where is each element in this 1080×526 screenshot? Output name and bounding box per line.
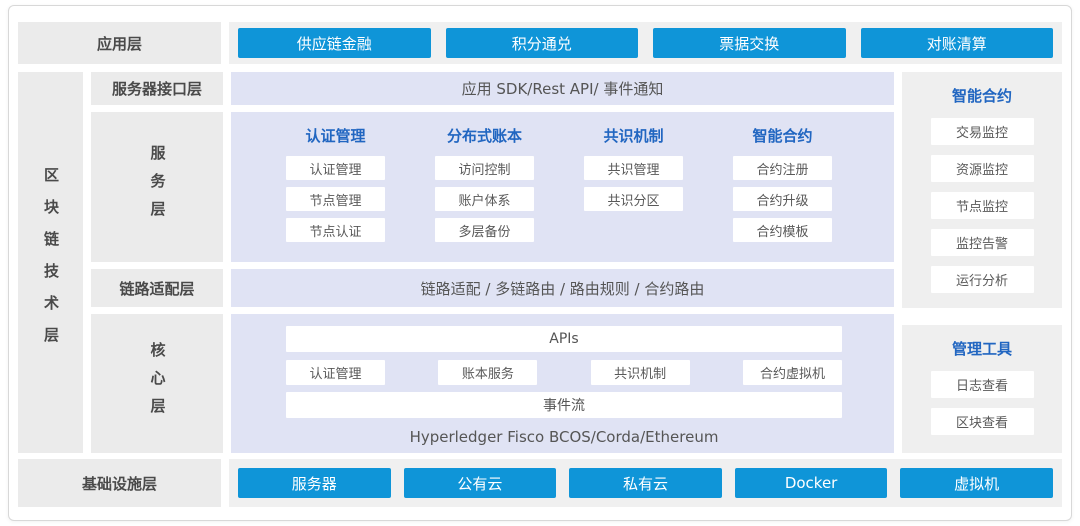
app-button-supply-chain-finance[interactable]: 供应链金融 (238, 28, 431, 58)
service-item: 认证管理 (286, 156, 385, 180)
panel-item-transaction-monitor: 交易监控 (930, 118, 1034, 145)
core-layer-block: APIs 认证管理 账本服务 共识机制 合约虚拟机 事件流 Hyperledge… (231, 314, 894, 453)
smart-contract-panel: 智能合约 交易监控 资源监控 节点监控 监控告警 运行分析 (902, 72, 1062, 308)
right-panels-column: 智能合约 交易监控 资源监控 节点监控 监控告警 运行分析 管理工具 日志查看 … (902, 72, 1062, 453)
application-buttons-strip: 供应链金融 积分通兑 票据交换 对账清算 (229, 22, 1062, 64)
smart-contract-panel-header: 智能合约 (951, 87, 1012, 105)
core-layer-label-text: 核心层 (148, 341, 167, 426)
panel-item-log-view: 日志查看 (930, 371, 1034, 398)
infra-button-docker[interactable]: Docker (734, 468, 888, 498)
panel-item-resource-monitor: 资源监控 (930, 155, 1034, 182)
service-layer-block: 认证管理 认证管理 节点管理 节点认证 分布式账本 访问控制 账户体系 多层备份… (231, 112, 894, 262)
service-item: 节点认证 (286, 218, 385, 242)
core-modules-row: 认证管理 账本服务 共识机制 合约虚拟机 (286, 360, 842, 385)
interface-layer-label: 服务器接口层 (91, 72, 223, 105)
core-module-contract-vm: 合约虚拟机 (742, 360, 842, 385)
apis-bar: APIs (286, 326, 842, 352)
service-layer-label: 服务层 (91, 112, 223, 262)
event-stream-bar: 事件流 (286, 392, 842, 418)
adapter-layer-bar: 链路适配 / 多链路由 / 路由规则 / 合约路由 (231, 269, 894, 307)
service-item: 访问控制 (435, 156, 534, 180)
interface-layer-bar: 应用 SDK/Rest API/ 事件通知 (231, 72, 894, 105)
core-layer-label: 核心层 (91, 314, 223, 453)
service-item: 合约模板 (733, 218, 832, 242)
service-item: 共识分区 (584, 187, 683, 211)
panel-item-monitor-alert: 监控告警 (930, 229, 1034, 256)
service-item: 多层备份 (435, 218, 534, 242)
service-item: 账户体系 (435, 187, 534, 211)
core-module-ledger-service: 账本服务 (438, 360, 538, 385)
service-column-consensus-header: 共识机制 (603, 127, 664, 145)
service-item: 合约注册 (733, 156, 832, 180)
central-content-column: 应用 SDK/Rest API/ 事件通知 认证管理 认证管理 节点管理 节点认… (231, 72, 894, 453)
service-layer-label-text: 服务层 (148, 145, 167, 229)
infra-button-server[interactable]: 服务器 (238, 468, 391, 498)
panel-item-block-view: 区块查看 (930, 408, 1034, 435)
service-column-consensus: 共识机制 共识管理 共识分区 (584, 122, 683, 262)
service-column-auth-header: 认证管理 (305, 127, 366, 145)
infra-button-vm[interactable]: 虚拟机 (900, 468, 1053, 498)
management-tools-panel-header: 管理工具 (951, 340, 1012, 358)
app-button-points-exchange[interactable]: 积分通兑 (445, 28, 638, 58)
adapter-layer-label: 链路适配层 (91, 269, 223, 307)
core-layer-inner: APIs 认证管理 账本服务 共识机制 合约虚拟机 事件流 Hyperledge… (286, 326, 842, 446)
service-column-distributed-ledger-header: 分布式账本 (446, 127, 522, 145)
application-layer-label: 应用层 (18, 22, 221, 64)
blockchain-tech-layer-label-text: 区块链技术层 (42, 166, 60, 359)
service-column-smart-contract-header: 智能合约 (752, 127, 813, 145)
app-button-bill-exchange[interactable]: 票据交换 (653, 28, 846, 58)
core-module-auth: 认证管理 (286, 360, 385, 385)
architecture-diagram-card: 应用层 供应链金融 积分通兑 票据交换 对账清算 区块链技术层 服务器接口层 服… (8, 5, 1072, 521)
infra-button-private-cloud[interactable]: 私有云 (569, 468, 722, 498)
sub-layer-labels-column: 服务器接口层 服务层 链路适配层 核心层 (91, 72, 223, 453)
service-column-distributed-ledger: 分布式账本 访问控制 账户体系 多层备份 (435, 122, 534, 262)
service-item: 合约升级 (733, 187, 832, 211)
panel-item-node-monitor: 节点监控 (930, 192, 1034, 219)
infrastructure-layer-row: 基础设施层 服务器 公有云 私有云 Docker 虚拟机 (18, 459, 1062, 507)
service-item: 节点管理 (286, 187, 385, 211)
core-module-consensus: 共识机制 (590, 360, 690, 385)
service-column-auth: 认证管理 认证管理 节点管理 节点认证 (286, 122, 385, 262)
application-layer-row: 应用层 供应链金融 积分通兑 票据交换 对账清算 (18, 22, 1062, 64)
service-column-smart-contract: 智能合约 合约注册 合约升级 合约模板 (733, 122, 832, 262)
blockchain-tech-layer-label: 区块链技术层 (18, 72, 83, 453)
blockchain-platforms-text: Hyperledger Fisco BCOS/Corda/Ethereum (409, 428, 719, 446)
app-button-reconciliation-clearing[interactable]: 对账清算 (860, 28, 1053, 58)
panel-item-operation-analysis: 运行分析 (930, 266, 1034, 293)
infra-button-public-cloud[interactable]: 公有云 (403, 468, 557, 498)
infrastructure-buttons-strip: 服务器 公有云 私有云 Docker 虚拟机 (229, 459, 1062, 507)
management-tools-panel: 管理工具 日志查看 区块查看 (902, 325, 1062, 453)
service-item: 共识管理 (584, 156, 683, 180)
blockchain-tech-layer-row: 区块链技术层 服务器接口层 服务层 链路适配层 核心层 应用 SDK/Rest … (18, 72, 1062, 453)
infrastructure-layer-label: 基础设施层 (18, 459, 221, 507)
